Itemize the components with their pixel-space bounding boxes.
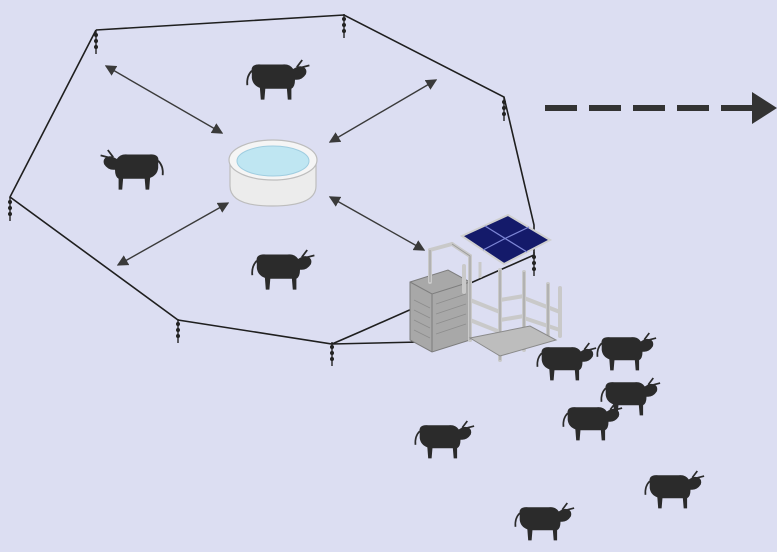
- arrow-sw: [116, 202, 230, 266]
- weighing-station: [409, 242, 562, 362]
- arrow-nw: [104, 65, 224, 134]
- movement-arrows: [104, 65, 438, 266]
- arrow-se: [328, 196, 426, 251]
- arrow-ne: [328, 79, 438, 143]
- water-trough: [228, 139, 318, 207]
- exit-flow-arrow: [545, 92, 777, 124]
- solar-panel: [459, 213, 553, 278]
